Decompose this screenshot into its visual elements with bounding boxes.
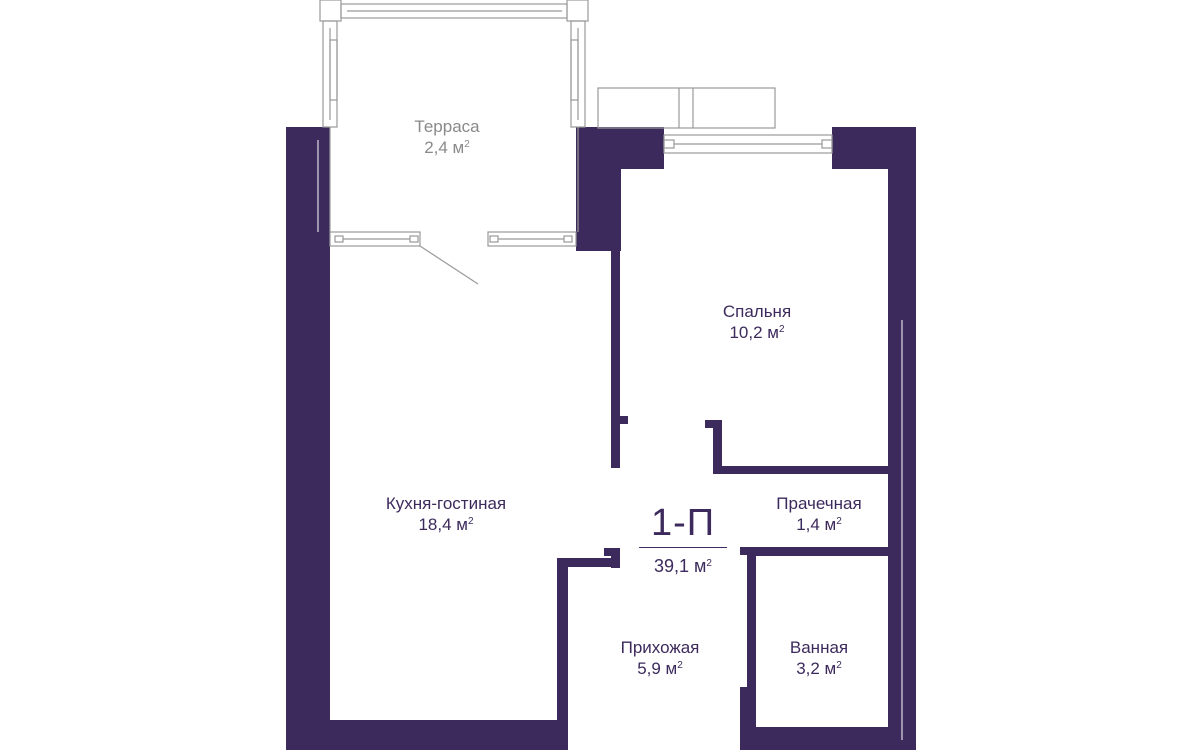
bedroom-window <box>597 87 833 154</box>
room-label-laundry: Прачечная 1,4 м2 <box>776 493 861 536</box>
wall-bedroom-door-top <box>705 420 722 428</box>
walls <box>286 127 916 750</box>
wall-partition-stub <box>611 550 620 568</box>
apartment-code: 1-П <box>639 503 727 548</box>
room-name: Спальня <box>722 302 792 321</box>
room-name: Терраса <box>414 117 480 136</box>
wall-door-stub-hall <box>604 548 620 556</box>
wall-laundry-bathroom <box>747 547 891 556</box>
wall-left <box>286 127 330 750</box>
wall-partition-vertical <box>611 168 620 468</box>
room-name: Кухня-гостиная <box>385 494 507 513</box>
room-name: Ванная <box>789 638 849 657</box>
room-label-bathroom: Ванная 3,2 м2 <box>790 637 848 680</box>
room-area: 3,2 м2 <box>796 659 842 679</box>
wall-hallway-bathroom <box>747 547 756 687</box>
room-name: Прачечная <box>776 494 862 513</box>
wall-bedroom-laundry <box>713 466 891 474</box>
room-name: Прихожая <box>620 638 700 657</box>
wall-hallway-top <box>557 558 611 567</box>
terrace-glazing <box>319 0 589 232</box>
wall-bottom-left <box>286 720 568 750</box>
wall-inner-lines <box>317 140 903 740</box>
terrace-doors <box>329 231 577 285</box>
room-label-kitchen-living: Кухня-гостиная 18,4 м2 <box>386 493 506 536</box>
room-label-terrace: Терраса 2,4 м2 <box>414 116 479 159</box>
room-area: 5,9 м2 <box>637 659 683 679</box>
apartment-total-area: 39,1 м2 <box>654 556 712 576</box>
wall-hallway-bathroom-cap <box>740 547 756 555</box>
room-label-bedroom: Спальня 10,2 м2 <box>723 301 791 344</box>
room-label-hallway: Прихожая 5,9 м2 <box>621 637 700 680</box>
apartment-summary: 1-П 39,1 м2 <box>639 503 727 577</box>
room-area: 1,4 м2 <box>796 515 842 535</box>
room-area: 18,4 м2 <box>418 515 474 535</box>
room-area: 2,4 м2 <box>424 138 470 158</box>
wall-top-bedroom-left <box>611 127 664 169</box>
door-swing-line <box>419 245 479 285</box>
wall-bathroom-door-jamb <box>740 687 756 750</box>
wall-bottom-right <box>740 727 916 750</box>
wall-kitchen-hallway <box>557 558 568 750</box>
wall-bedroom-door-jamb <box>713 420 722 474</box>
wall-door-stub-left <box>611 416 628 424</box>
room-area: 10,2 м2 <box>729 323 785 343</box>
